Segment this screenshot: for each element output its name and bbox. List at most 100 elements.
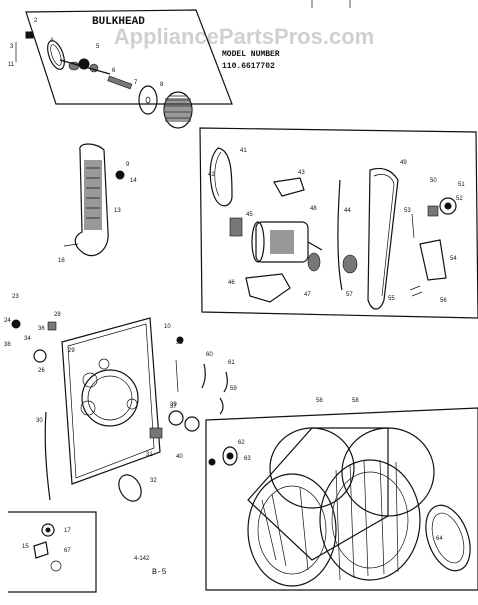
idler-bracket [419,239,447,281]
page-number: B-5 [152,568,167,577]
callout-38: 38 [4,342,11,348]
inset-clip [33,541,49,559]
bulkhead-panel: BULKHEAD 2 3 4 5 6 7 8 11 [8,9,233,129]
callout-32: 32 [150,478,157,484]
inset-frame [8,511,97,593]
callout-40: 40 [176,454,183,460]
model-label: MODEL NUMBER [222,50,280,59]
callout-6: 6 [112,68,116,74]
bulkhead-heading: BULKHEAD [92,16,145,28]
motor-mount [245,273,291,303]
bulkhead-seal [47,40,65,70]
callout-51: 51 [458,182,465,188]
callout-45: 45 [246,212,253,218]
bulkhead-frame [25,9,233,105]
callout-39: 39 [170,402,177,408]
heater-wire [44,411,51,501]
callout-31: 31 [146,452,153,458]
callout-11: 11 [8,62,15,68]
duct-screw [115,170,125,180]
callout-30: 30 [36,418,43,424]
callout-60: 60 [206,352,213,358]
inset-panel: 17 15 67 [8,511,97,593]
idler-belt [337,179,343,291]
callout-41: 41 [240,148,247,154]
figure-code: 4-142 [134,556,150,562]
callout-14: 14 [130,178,137,184]
callout-3: 3 [10,44,14,50]
callout-58a: 58 [316,398,323,404]
callout-49: 49 [400,160,407,166]
callout-44: 44 [344,208,351,214]
bulkhead-disc [138,85,158,115]
drum [247,427,435,587]
callout-48: 48 [310,206,317,212]
callout-50: 50 [430,178,437,184]
callout-63: 63 [244,456,251,462]
callout-62: 62 [238,440,245,446]
callout-23: 23 [12,294,19,300]
callout-42: 42 [208,172,215,178]
inset-grommet [41,523,55,537]
drum-panel: 58 58 62 63 64 [205,398,478,591]
callout-28: 28 [54,312,61,318]
callout-24: 24 [4,318,11,324]
watermark: AppliancePartsPros.com [114,24,374,49]
motor-bracket [273,177,305,197]
thermostat [184,416,200,432]
drum-roller [222,446,238,466]
callout-16: 16 [58,258,65,264]
callout-26: 26 [38,368,45,374]
callout-4: 4 [50,38,54,44]
motor-switch [229,217,243,237]
callout-7: 7 [134,80,138,86]
callout-57: 57 [346,292,353,298]
thermostat-parts: 60 61 39 59 [168,352,237,432]
front-panel: 23 24 26 28 29 30 31 32 33 34 36 37 38 4… [4,294,184,502]
callout-46: 46 [228,280,235,286]
callout-10: 10 [164,324,171,330]
callout-15: 15 [22,544,29,550]
callout-56: 56 [440,298,447,304]
callout-54: 54 [450,256,457,262]
front-bulkhead [61,317,161,485]
drum-belt [367,167,399,310]
callout-8: 8 [160,82,164,88]
callout-36: 36 [38,326,45,332]
callout-9: 9 [126,162,130,168]
drum-shaft [107,75,133,90]
callout-61: 61 [228,360,235,366]
callout-33: 33 [176,340,183,346]
motor-pulley [307,252,321,272]
callout-43: 43 [298,170,305,176]
callout-67: 67 [64,548,71,554]
callout-17: 17 [64,528,71,534]
callout-59: 59 [230,386,237,392]
blower-wheel [163,91,193,129]
front-opening-ring [81,369,139,427]
callout-29: 29 [68,348,75,354]
callout-37: 37 [170,404,177,410]
model-number: 110.6617702 [222,62,275,71]
motor-panel: 41 42 43 44 45 46 47 48 49 50 51 52 53 5… [199,127,478,319]
door-switch [33,349,47,363]
thermostat-housing [118,474,142,502]
callout-13: 13 [114,208,121,214]
thermal-fuse [168,410,184,426]
bulkhead-bolt [25,31,34,39]
callout-47: 47 [304,292,311,298]
callout-58b: 58 [352,398,359,404]
callout-52: 52 [456,196,463,202]
door-gasket [425,504,471,572]
callout-55: 55 [388,296,395,302]
drum-panel-frame [205,407,478,591]
motor-panel-frame [199,127,478,319]
callout-53: 53 [404,208,411,214]
blower-belt [209,147,233,207]
callout-2: 2 [34,18,38,24]
exhaust-duct: 9 14 13 16 [58,143,137,264]
drum-rear [247,473,337,587]
callout-5: 5 [96,44,100,50]
